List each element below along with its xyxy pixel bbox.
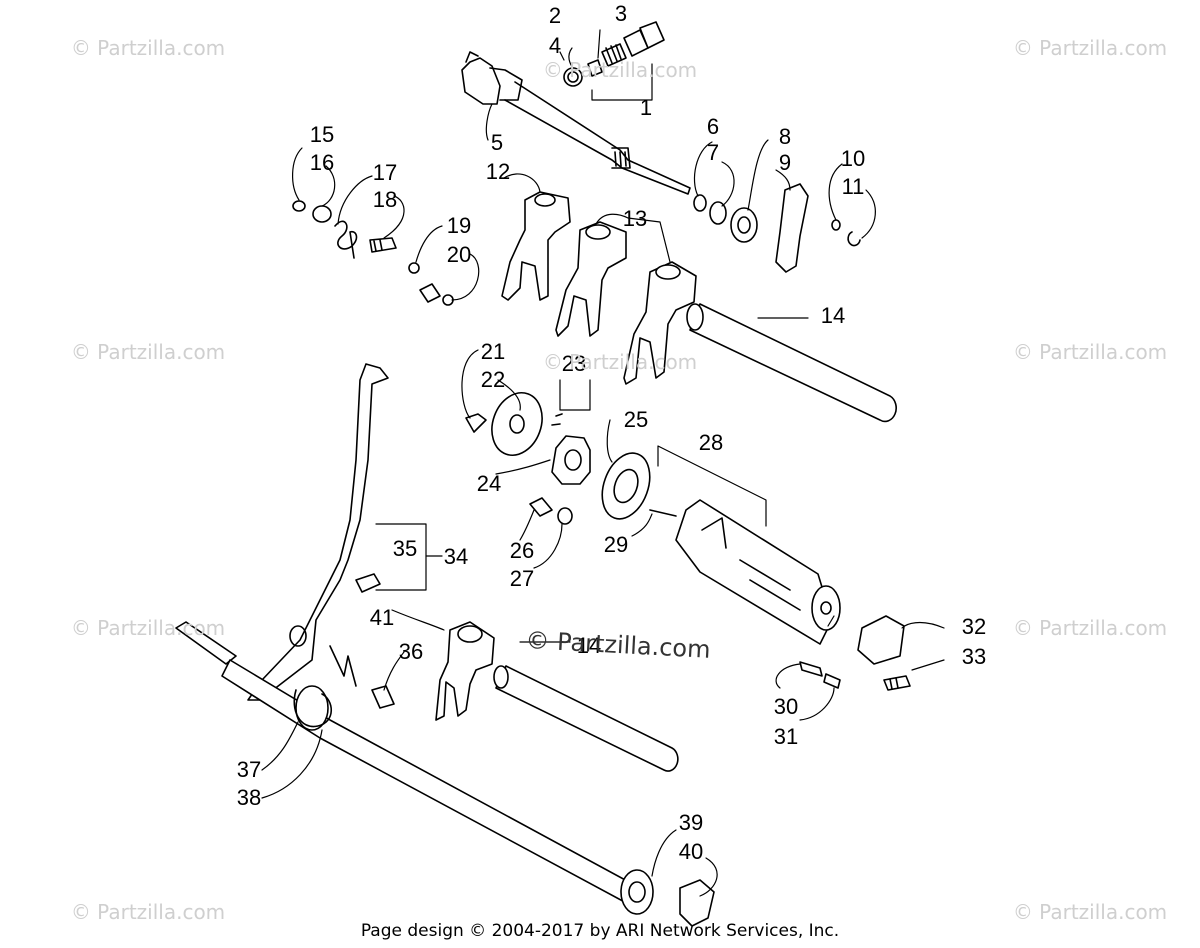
shift-drum bbox=[649, 499, 841, 645]
watermark: © Partzilla.com bbox=[1012, 340, 1168, 364]
callout-20: 20 bbox=[446, 242, 472, 267]
watermark: © Partzilla.com bbox=[1012, 36, 1168, 60]
watermark: © Partzilla.com bbox=[1012, 616, 1168, 640]
callout-29: 29 bbox=[603, 532, 629, 557]
callout-13: 13 bbox=[622, 206, 648, 231]
seal-and-lever-39-40 bbox=[620, 869, 715, 927]
callout-27: 27 bbox=[509, 566, 535, 591]
callout-12: 12 bbox=[485, 159, 511, 184]
shift-lever-arm bbox=[247, 363, 389, 701]
callout-14-lower: 14 bbox=[576, 633, 602, 658]
callout-34: 34 bbox=[443, 544, 469, 569]
shift-fork-12 bbox=[501, 191, 571, 301]
shift-shaft-top bbox=[461, 51, 691, 195]
callout-8: 8 bbox=[778, 124, 792, 149]
callout-6: 6 bbox=[706, 114, 720, 139]
callout-38: 38 bbox=[236, 785, 262, 810]
callout-9: 9 bbox=[778, 150, 792, 175]
watermark: © Partzilla.com bbox=[542, 58, 698, 82]
callout-23: 23 bbox=[561, 351, 587, 376]
cam-segment-parts bbox=[465, 392, 651, 525]
callout-7: 7 bbox=[706, 140, 720, 165]
callout-21: 21 bbox=[480, 339, 506, 364]
page-footer: Page design © 2004-2017 by ARI Network S… bbox=[360, 921, 840, 941]
callout-39: 39 bbox=[678, 810, 704, 835]
callout-33: 33 bbox=[961, 644, 987, 669]
callout-24: 24 bbox=[476, 471, 502, 496]
fork-shaft-lower bbox=[493, 665, 679, 772]
callout-17: 17 bbox=[372, 160, 398, 185]
callout-35: 35 bbox=[392, 536, 418, 561]
gearshift-shaft-lower bbox=[175, 621, 641, 907]
watermark: © Partzilla.com bbox=[542, 350, 698, 374]
watermark: © Partzilla.com bbox=[70, 340, 226, 364]
washers-bearing-6-9 bbox=[693, 183, 861, 273]
fork-shaft-upper bbox=[686, 303, 897, 423]
callout-5: 5 bbox=[490, 130, 504, 155]
callout-40: 40 bbox=[678, 839, 704, 864]
callout-32: 32 bbox=[961, 614, 987, 639]
callout-10: 10 bbox=[840, 146, 866, 171]
callout-30: 30 bbox=[773, 694, 799, 719]
detent-bolt-assembly bbox=[563, 21, 665, 87]
callout-14-upper: 14 bbox=[820, 303, 846, 328]
callout-3: 3 bbox=[614, 1, 628, 26]
drum-pin-parts bbox=[799, 615, 911, 691]
callout-4: 4 bbox=[548, 33, 562, 58]
shift-fork-41 bbox=[435, 621, 495, 721]
small-parts-15-20 bbox=[292, 200, 454, 306]
callout-36: 36 bbox=[398, 639, 424, 664]
callout-37: 37 bbox=[236, 757, 262, 782]
callout-26: 26 bbox=[509, 538, 535, 563]
callout-19: 19 bbox=[446, 213, 472, 238]
shift-fork-13b bbox=[623, 261, 697, 385]
watermark: © Partzilla.com bbox=[70, 36, 226, 60]
callout-28: 28 bbox=[698, 430, 724, 455]
callout-41: 41 bbox=[369, 605, 395, 630]
callout-15: 15 bbox=[309, 122, 335, 147]
shift-fork-13a bbox=[555, 221, 627, 337]
leader-lines bbox=[261, 29, 945, 897]
callout-11: 11 bbox=[841, 174, 865, 199]
callout-2: 2 bbox=[548, 3, 562, 28]
callout-31: 31 bbox=[773, 724, 799, 749]
watermark: © Partzilla.com bbox=[1012, 900, 1168, 924]
callout-1: 1 bbox=[639, 95, 653, 120]
callout-25: 25 bbox=[623, 407, 649, 432]
callout-16: 16 bbox=[309, 150, 335, 175]
watermark: © Partzilla.com bbox=[70, 900, 226, 924]
watermark: © Partzilla.com bbox=[70, 616, 226, 640]
callout-22: 22 bbox=[480, 367, 506, 392]
callout-18: 18 bbox=[372, 187, 398, 212]
